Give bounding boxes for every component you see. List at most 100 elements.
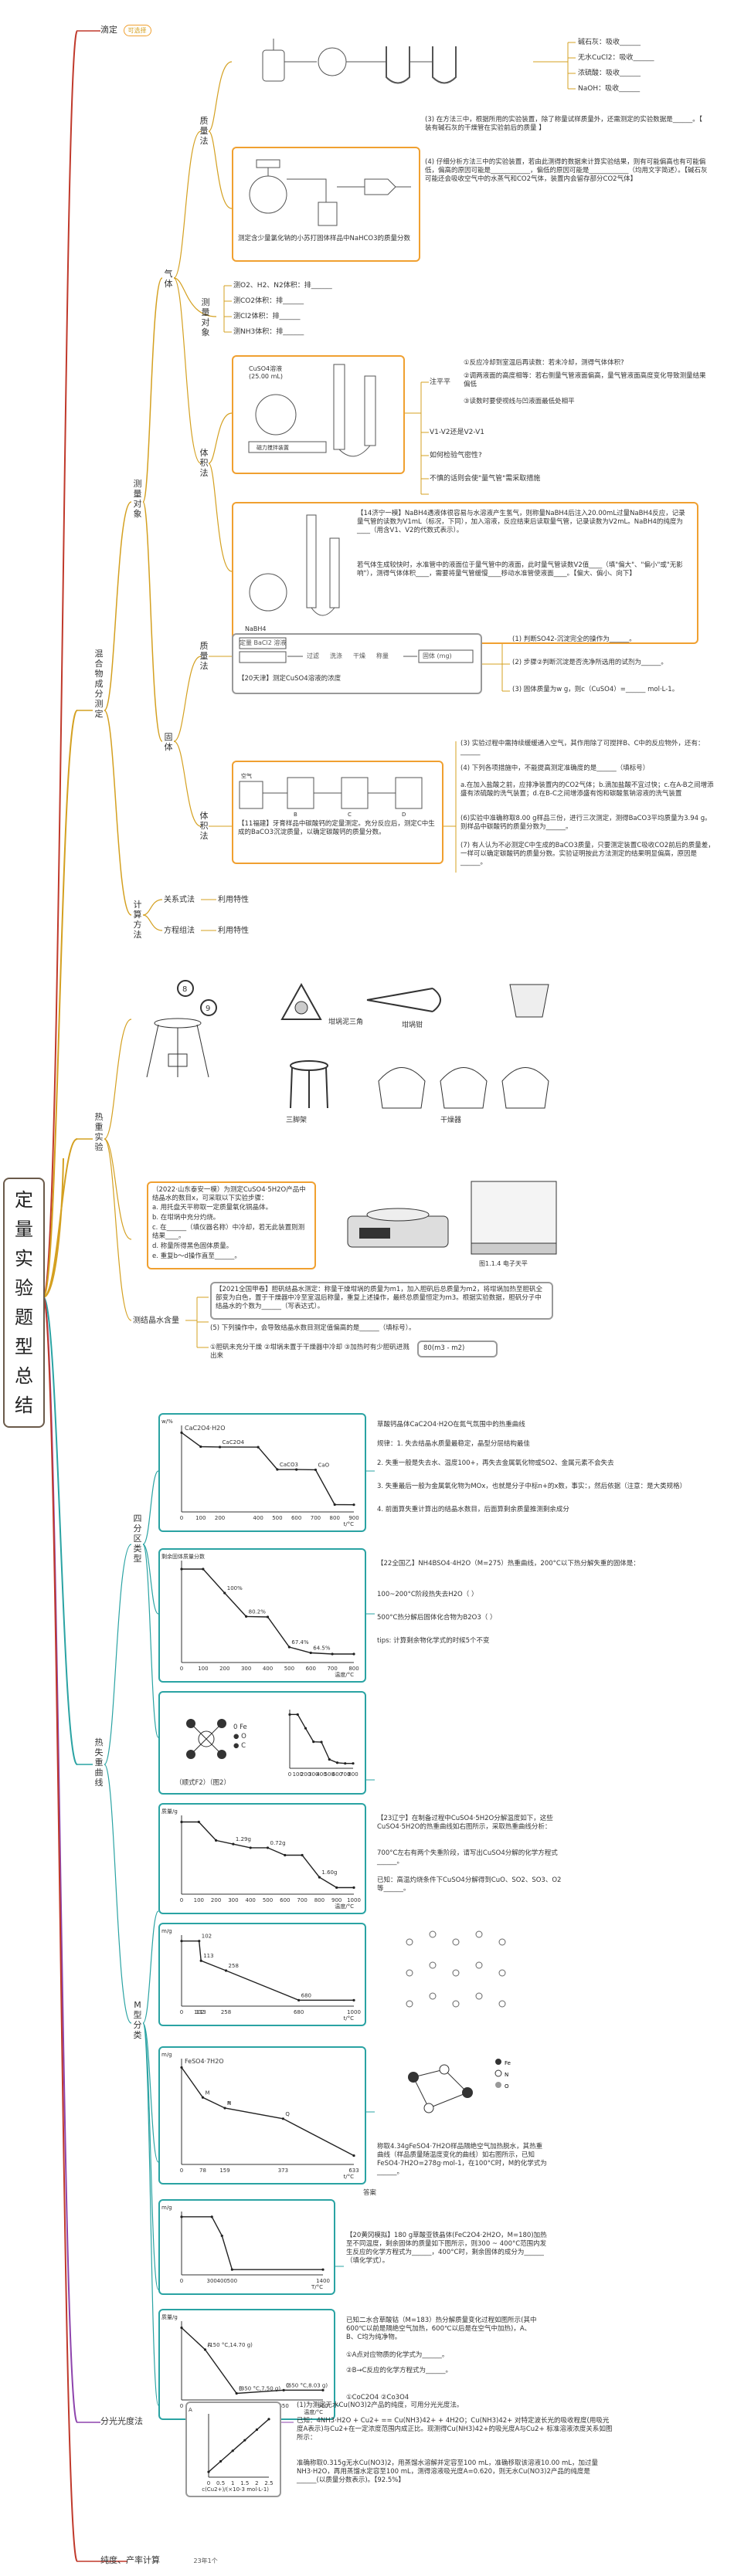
gas-burette-sketch: CuSO4溶液 (25.00 mL) 磁力搅拌装置 <box>248 364 376 457</box>
oxalate-structure-sketch <box>186 1719 226 1759</box>
x-tick-label: 500 <box>263 1897 273 1903</box>
data-point <box>295 1468 298 1471</box>
curve-m-type: M型分类 <box>133 2000 142 2040</box>
svg-text:Fe: Fe <box>505 2060 511 2066</box>
data-point <box>321 2388 325 2391</box>
x-tick-label: 200 <box>211 1897 221 1903</box>
data-point <box>335 1761 339 1764</box>
x-tick-label: 800 <box>348 1771 358 1778</box>
data-point <box>231 2449 234 2452</box>
x-tick-label: 2 <box>255 2480 258 2486</box>
heating-stand-sketch: 8 9 <box>146 980 217 1078</box>
thermo-q: b. 在坩埚中充分灼烧。 <box>152 1214 220 1222</box>
data-point <box>304 1727 308 1730</box>
data-point <box>318 1876 321 1879</box>
spectro-note: (1)为测定无水Cu(NO3)2产品的纯度，可用分光光度法。 <box>297 2401 464 2409</box>
absorbent-item: 无水CuCl2：吸收______ <box>578 54 654 62</box>
mass-question: (4) 仔细分析方法三中的实验装置，若由此测得的数据来计算实验结果，则有可能偏高… <box>425 158 708 183</box>
volume-note: V1-V2还是V2-V1 <box>430 429 484 436</box>
nabh4-box: NaBH4 【14济宁一模】NaBH4遇液体很容易与水溶液产生氢气，则称量NaB… <box>232 502 698 644</box>
x-tick-label: 700 <box>327 1666 337 1672</box>
curve-note: 规律：1. 失去结晶水质量最稳定，晶型分层结构最佳 <box>377 1440 530 1448</box>
data-point <box>180 2326 183 2330</box>
series-line <box>182 1940 354 2001</box>
chart-title: CaC2O4·H2O <box>185 1425 226 1432</box>
data-point <box>202 1568 205 1571</box>
data-label: CaO <box>318 1462 329 1468</box>
data-point <box>328 1757 331 1761</box>
curve-note-e: 【20黄冈模拟】180 g草酸亚铁晶体(FeC2O4·2H2O，M=180)加热… <box>346 2232 547 2265</box>
x-tick-label: 600 <box>332 1771 342 1778</box>
curve-note: 【23辽宁】在制备过程中CuSO4·5H2O分解温度如下，这些CuSO4·5H2… <box>377 1815 553 1831</box>
x-tick-label: 300 <box>241 1666 251 1672</box>
node-solid-mass-method: 质量法 <box>199 641 209 671</box>
x-tick-label: 300 <box>308 1771 318 1778</box>
x-tick-label: 900 <box>331 1897 342 1903</box>
x-axis-label: 温度/°C <box>335 1903 354 1910</box>
gas-list-item: 测CO2体积：排______ <box>233 297 304 305</box>
data-point <box>352 1503 355 1507</box>
x-tick-label: 400 <box>253 1515 263 1521</box>
data-point <box>266 1615 270 1618</box>
data-point <box>281 2117 285 2120</box>
x-tick-label: 100 <box>194 1897 204 1903</box>
root-label: 定量实验题型总结 <box>15 1189 33 1416</box>
x-tick-label: 200 <box>215 1515 225 1521</box>
spectro-note: 准确称取0.315g无水Cu(NO3)2，用蒸馏水溶解并定容至100 mL，准确… <box>297 2459 599 2484</box>
flow-step: 固体 (mg) <box>423 652 452 659</box>
molecular-structure-sketch: Fe N O <box>408 2059 511 2113</box>
data-label: B <box>239 2386 243 2392</box>
svg-text:O: O <box>505 2083 509 2090</box>
calc-relation-use: 利用特性 <box>218 896 249 904</box>
toothpaste-caption: 【11福建】牙膏样品中碳酸钙的定量测定。充分反应后，测定C中生成的BaCO3沉淀… <box>238 820 435 836</box>
curve-note: ①CoC2O4 ②Co3O4 <box>346 2394 409 2401</box>
svg-text:9: 9 <box>206 1005 210 1013</box>
branch-titration-label: 滴定 <box>100 25 117 35</box>
series-line <box>182 2216 323 2270</box>
absorbent-item: 碱石灰：吸收______ <box>578 39 641 46</box>
nahco3-caption: 测定含少量氯化钠的小苏打固体样品中NaHCO3的质量分数 <box>238 235 410 242</box>
svg-text:C: C <box>348 812 352 816</box>
data-label: C <box>286 2382 290 2388</box>
svg-text:B: B <box>294 812 297 816</box>
data-point <box>243 2439 246 2442</box>
x-tick-label: 100 <box>293 1771 303 1778</box>
toothpaste-question: (7) 有人认为不必测定C中生成的BaCO3质量，只要测定装置C吸收CO2前后的… <box>460 842 715 866</box>
balance-b-sketch <box>471 1181 557 1255</box>
x-tick-label: 633 <box>348 2168 359 2174</box>
data-point <box>255 2428 258 2432</box>
purity-note: 23年1个 <box>193 2557 218 2564</box>
crystal-water-box: 【2021全国甲卷】胆矾结晶水测定：称量干燥坩埚的质量为m1，加入胆矾后总质量为… <box>210 1282 553 1320</box>
thermo-q: a. 用托盘天平称取一定质量氧化铜晶体。 <box>152 1204 273 1212</box>
crystal-water-label: 测结晶水含量 <box>133 1317 179 1325</box>
x-tick-label: 102 <box>194 2009 204 2015</box>
x-axis-label: t/°C <box>344 2174 355 2180</box>
flow-step: 称量 <box>376 652 389 659</box>
curve-note: 2. 失重一般是失去水、温度100+，再失去金属氧化物或SO2、金属元素不会失去 <box>377 1459 614 1467</box>
x-tick-label: 0 <box>180 1515 183 1521</box>
curve-note: ①A点对应物质的化学式为______。 <box>346 2351 449 2359</box>
data-point <box>309 1651 312 1655</box>
data-point <box>180 1820 183 1824</box>
x-tick-label: 500 <box>325 1771 335 1778</box>
curve-note: 答案 <box>363 2189 377 2197</box>
branch-weight-loss-curve: 热失重曲线 <box>94 1737 104 1788</box>
data-label: 680 <box>301 1992 311 1998</box>
balance-a-sketch <box>347 1208 449 1248</box>
structure-legend: 0 Fe <box>233 1724 247 1731</box>
titration-note: 可选择 <box>123 25 151 36</box>
x-tick-label: 1000 <box>347 2009 361 2015</box>
svg-text:NaBH4: NaBH4 <box>245 625 266 632</box>
flow-step: 干燥 <box>353 652 365 659</box>
crystal-water-q: (5) 下列操作中，会导致结晶水数目测定值偏高的是______（填标号）。 <box>210 1324 416 1332</box>
data-point <box>235 2391 238 2395</box>
structure-legend: ● C <box>233 1742 246 1750</box>
data-point <box>352 1652 355 1656</box>
data-point <box>331 1652 334 1656</box>
root-node: 定量实验题型总结 <box>3 1178 45 1428</box>
x-tick-label: 258 <box>221 2009 231 2015</box>
data-point <box>284 1853 287 1857</box>
